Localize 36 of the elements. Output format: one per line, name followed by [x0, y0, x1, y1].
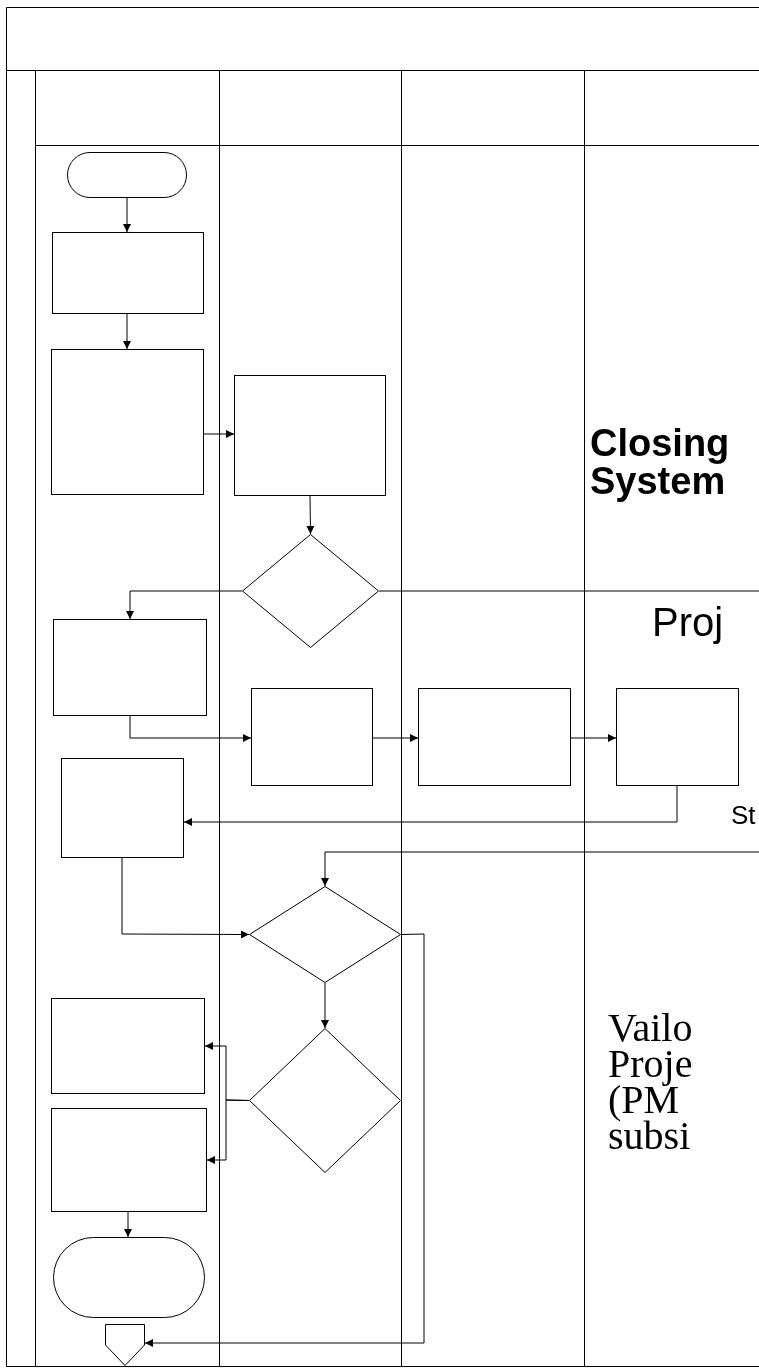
decision-diamond: [249, 1028, 401, 1173]
process-box: [51, 349, 204, 495]
arrow: [306, 495, 315, 535]
arrow: [124, 1211, 132, 1238]
arrow: [129, 715, 252, 742]
process-box: [51, 998, 205, 1094]
decision-diamond: [249, 886, 401, 983]
process-box: [61, 758, 184, 858]
arrow: [570, 734, 617, 742]
arrow: [321, 982, 329, 1029]
decision-diamond: [242, 534, 379, 648]
arrow: [372, 734, 419, 742]
arrow: [123, 313, 131, 350]
terminator-shape: [53, 1237, 205, 1318]
arrow: [203, 430, 235, 438]
process-box: [418, 688, 571, 786]
terminator-shape: [67, 152, 187, 198]
connector-line: [378, 590, 759, 592]
arrow: [206, 1099, 250, 1164]
process-box: [234, 375, 386, 496]
arrow: [126, 590, 243, 620]
arrow: [121, 857, 250, 939]
arrow: [123, 197, 131, 233]
process-box: [616, 688, 739, 786]
description-text: Vailo Proje (PM subsi: [608, 1010, 694, 1154]
subtitle-text: Proj: [652, 600, 725, 644]
process-box: [52, 232, 204, 314]
process-box: [51, 1108, 207, 1212]
arrow: [144, 933, 425, 1347]
title-text: Closing System: [590, 424, 731, 500]
arrow: [321, 851, 759, 887]
process-box: [53, 619, 207, 716]
label-text: St: [731, 800, 757, 830]
arrow: [183, 785, 678, 826]
off-page-connector: [105, 1324, 145, 1366]
process-box: [251, 688, 373, 786]
